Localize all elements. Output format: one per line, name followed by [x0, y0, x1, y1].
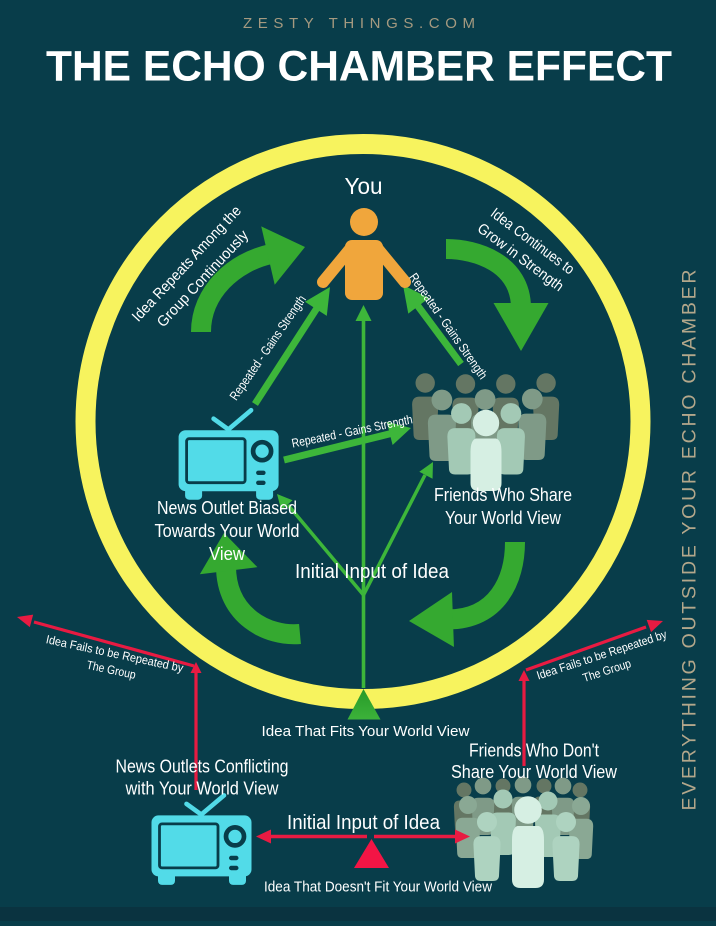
svg-text:EVERYTHING OUTSIDE YOUR ECHO C: EVERYTHING OUTSIDE YOUR ECHO CHAMBER [679, 270, 701, 811]
svg-text:View: View [209, 544, 246, 564]
svg-text:Idea That Fits Your World View: Idea That Fits Your World View [262, 723, 470, 740]
svg-text:THE ECHO CHAMBER EFFECT: THE ECHO CHAMBER EFFECT [46, 43, 672, 91]
svg-text:Initial Input of Idea: Initial Input of Idea [287, 811, 441, 834]
svg-text:Friends Who Share: Friends Who Share [434, 485, 572, 505]
svg-text:Idea That Doesn't Fit Your Wor: Idea That Doesn't Fit Your World View [264, 878, 492, 895]
svg-text:You: You [345, 173, 383, 199]
svg-text:Your World View: Your World View [445, 508, 562, 528]
svg-text:Towards Your World: Towards Your World [155, 521, 300, 541]
svg-text:with Your World View: with Your World View [125, 778, 280, 798]
svg-text:Share Your World View: Share Your World View [451, 762, 618, 782]
svg-text:Friends Who Don't: Friends Who Don't [469, 740, 599, 760]
svg-text:News Outlets Conflicting: News Outlets Conflicting [116, 756, 289, 776]
svg-text:News Outlet Biased: News Outlet Biased [157, 498, 297, 518]
svg-text:Initial Input of Idea: Initial Input of Idea [295, 560, 450, 583]
